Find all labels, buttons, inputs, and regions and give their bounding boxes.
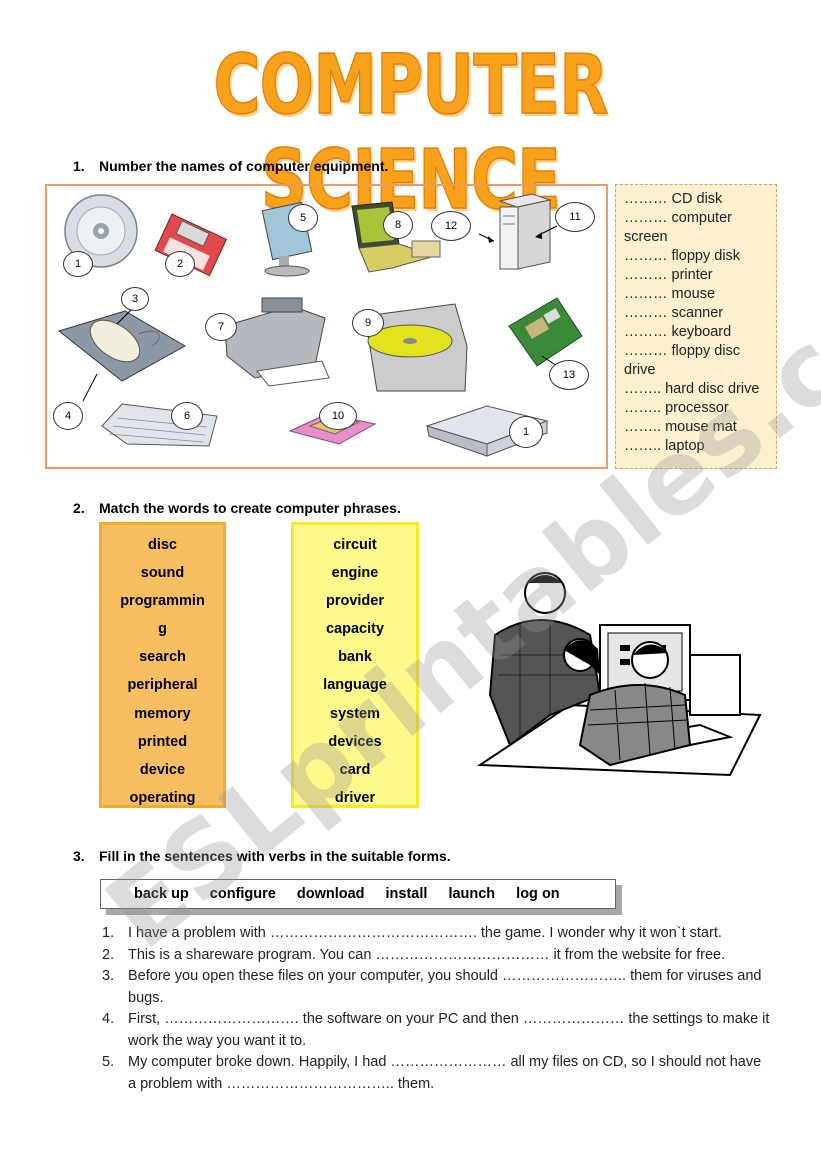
section-number: 1. (73, 158, 85, 174)
sentence-text: My computer broke down. Happily, I had …… (128, 1054, 762, 1092)
sentence-number: 1. (102, 925, 115, 941)
section-heading-text: Fill in the sentences with verbs in the … (99, 848, 451, 864)
word-item: …….. processor (624, 400, 729, 416)
column-b-word: language (323, 677, 387, 694)
callout-12: 12 (431, 211, 471, 241)
cd-disk-picture (64, 194, 138, 268)
word-item: …….. hard disc drive (624, 381, 760, 397)
sentence-list: 1. I have a problem with ……………………………………. … (102, 923, 770, 1095)
sentence-number: 2. (102, 946, 115, 963)
sentence-item: 4. First, ………………………. the software on your… (102, 1009, 770, 1052)
sentence-item: 2. This is a shareware program. You can …… (102, 945, 770, 967)
page-title: COMPUTER SCIENCE (213, 37, 609, 229)
word-column-a: disc sound programmin g search periphera… (99, 522, 226, 808)
callout-2: 2 (165, 251, 195, 277)
word-item: ……… mouse (624, 286, 716, 302)
column-a-word: operating (129, 789, 196, 806)
word-item: ……… printer (624, 267, 713, 283)
column-a-word: peripheral (127, 677, 198, 694)
sentence-text: First, ………………………. the software on your P… (128, 1011, 770, 1049)
verb-word: install (385, 886, 428, 902)
word-item: ……… CD disk (624, 191, 723, 207)
callout-5: 5 (288, 204, 318, 232)
column-b-word: engine (331, 565, 379, 582)
column-b-word: driver (334, 789, 376, 806)
section2-heading: 2. Match the words to create computer phr… (73, 500, 401, 516)
column-b-word: bank (338, 649, 372, 666)
column-b-word: card (339, 761, 371, 778)
section1-heading: 1. Number the names of computer equipment… (73, 158, 388, 174)
column-b-word: circuit (333, 537, 377, 553)
sentence-item: 5. My computer broke down. Happily, I had… (102, 1052, 770, 1095)
callout-6: 6 (171, 402, 203, 430)
column-b-word: devices (328, 733, 382, 750)
section-heading-text: Number the names of computer equipment. (99, 158, 389, 174)
section3-heading: 3. Fill in the sentences with verbs in th… (73, 848, 451, 864)
word-column-b: circuit engine provider capacity bank la… (291, 522, 419, 808)
word-item: ……… floppy disc drive (624, 343, 741, 378)
word-item: ……… computer screen (624, 210, 732, 245)
column-b-word: capacity (325, 621, 385, 638)
equipment-picture-box: 1 2 3 4 5 6 7 8 9 10 11 12 13 1 (45, 184, 608, 469)
verb-word: launch (448, 886, 496, 902)
callout-7: 7 (205, 313, 237, 341)
verb-word: download (296, 886, 365, 902)
column-a-word: printed (137, 733, 188, 750)
processor-picture (508, 297, 583, 367)
column-a-word: device (139, 761, 186, 778)
callout-8: 8 (383, 211, 413, 239)
section-number: 3. (73, 848, 85, 864)
sentence-number: 4. (102, 1011, 115, 1027)
people-at-computer-illustration (476, 572, 762, 777)
sentence-number: 5. (102, 1054, 115, 1070)
sentence-item: 1. I have a problem with ……………………………………. … (102, 923, 770, 945)
callout-9: 9 (352, 309, 384, 337)
word-item: ……… scanner (624, 305, 724, 321)
verb-word: configure (209, 886, 276, 902)
word-item: ……… floppy disk (624, 248, 741, 264)
column-a-word: memory (134, 705, 191, 722)
column-b-word: system (330, 705, 380, 722)
sentence-text: This is a shareware program. You can ………… (128, 946, 726, 963)
word-item: …….. mouse mat (624, 419, 737, 435)
column-b-word: provider (325, 593, 384, 610)
sentence-item: 3. Before you open these files on your co… (102, 966, 770, 1009)
section-number: 2. (73, 500, 85, 516)
verb-bank: back up configure download install launc… (100, 879, 616, 909)
callout-13: 13 (549, 360, 589, 390)
column-a-word: programmin (120, 593, 205, 610)
word-item: …….. laptop (624, 438, 705, 454)
verb-word: back up (134, 886, 189, 902)
verb-word: log on (516, 886, 560, 902)
callout-14: 1 (509, 416, 543, 448)
sentence-text: Before you open these files on your comp… (128, 968, 762, 1006)
equipment-word-list: ……… CD disk ……… computer screen ……… flop… (615, 184, 777, 469)
callout-4: 4 (53, 402, 83, 430)
mouse-and-mat-picture (57, 310, 187, 382)
cd-drive-picture (364, 303, 468, 392)
column-a-word: g (158, 621, 167, 638)
callout-10: 10 (319, 402, 357, 430)
word-item: ……… keyboard (624, 324, 732, 340)
printer-picture (224, 297, 330, 387)
section-heading-text: Match the words to create computer phras… (99, 500, 401, 516)
callout-1: 1 (63, 251, 93, 277)
column-a-word: sound (140, 565, 185, 582)
sentence-text: I have a problem with ……………………………………. th… (128, 925, 722, 941)
column-a-word: search (139, 649, 186, 666)
callout-3: 3 (121, 287, 149, 311)
callout-11: 11 (555, 202, 595, 232)
sentence-number: 3. (102, 968, 115, 984)
column-a-word: disc (147, 537, 177, 553)
computer-tower-picture (498, 193, 552, 270)
